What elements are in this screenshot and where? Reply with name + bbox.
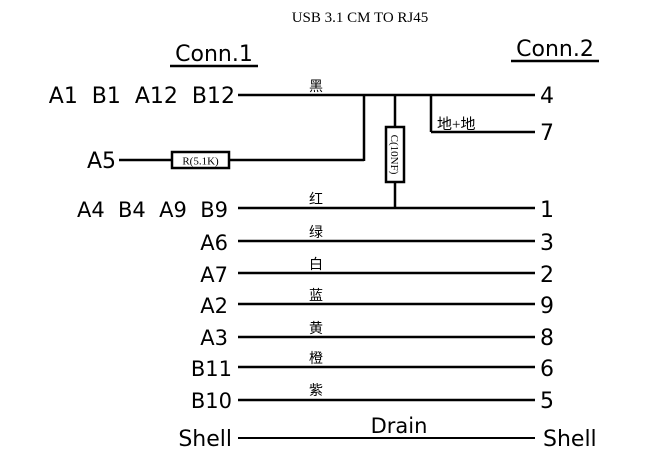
wire-right-pin: 3 <box>540 231 554 256</box>
wire-right-pin: 1 <box>540 198 554 223</box>
wire-right-pin: 2 <box>540 263 554 288</box>
wire-left-pins: A7 <box>200 263 228 287</box>
wire-left-pins: A4 B4 A9 B9 <box>77 198 228 222</box>
wire-right-pin: 8 <box>540 326 554 351</box>
wire-color-label: 橙 <box>309 351 323 367</box>
wire-row: A7 白 2 <box>200 257 554 288</box>
wire-left-pins: A3 <box>200 326 228 350</box>
capacitor-branch: C(10NF) <box>384 95 406 208</box>
wire-row: A2 蓝 9 <box>200 288 554 319</box>
wire-row: A3 黄 8 <box>200 320 554 351</box>
ground-tap-right-pin: 7 <box>540 121 554 146</box>
diagram-title: USB 3.1 CM TO RJ45 <box>292 10 429 26</box>
wire-row: A1 B1 A12 B12 黑 4 <box>49 80 554 109</box>
wire-color-label: 黑 <box>309 80 323 95</box>
wire-left-pins: B10 <box>191 389 232 413</box>
wire-color-label: 黄 <box>309 320 323 337</box>
wire-row: A6 绿 3 <box>200 225 554 256</box>
conn2-label: Conn.2 <box>516 37 594 62</box>
capacitor-label: C(10NF) <box>388 135 400 175</box>
wire-left-pins: B11 <box>191 357 232 381</box>
wire-left-pins: A2 <box>200 294 228 318</box>
drain-label: Drain <box>371 414 428 438</box>
wire-color-label: 绿 <box>309 225 323 241</box>
shell-row: Shell Drain Shell <box>178 414 596 452</box>
shell-right: Shell <box>543 427 597 452</box>
shell-left: Shell <box>178 427 232 452</box>
wire-left-pins: A1 B1 A12 B12 <box>49 84 235 109</box>
ground-tap-label: 地+地 <box>437 116 475 133</box>
wire-row: A4 B4 A9 B9 红 1 <box>77 192 554 223</box>
wire-row: B11 橙 6 <box>191 351 554 382</box>
wire-right-pin: 4 <box>540 84 554 109</box>
resistor-branch: A5 R(5.1K) <box>87 95 366 174</box>
wire-row: B10 紫 5 <box>191 383 554 414</box>
wire-right-pin: 5 <box>540 389 554 414</box>
ground-tap: 地+地 7 <box>429 95 554 146</box>
wire-right-pin: 9 <box>540 294 554 319</box>
wire-color-label: 白 <box>309 257 323 273</box>
wire-left-pins: A6 <box>200 231 228 255</box>
resistor-pin: A5 <box>87 149 116 174</box>
resistor-label: R(5.1K) <box>182 156 219 168</box>
wire-color-label: 紫 <box>309 383 323 399</box>
wire-color-label: 蓝 <box>309 288 323 304</box>
wire-right-pin: 6 <box>540 357 554 382</box>
wire-color-label: 红 <box>309 192 323 208</box>
conn1-label: Conn.1 <box>175 42 253 67</box>
